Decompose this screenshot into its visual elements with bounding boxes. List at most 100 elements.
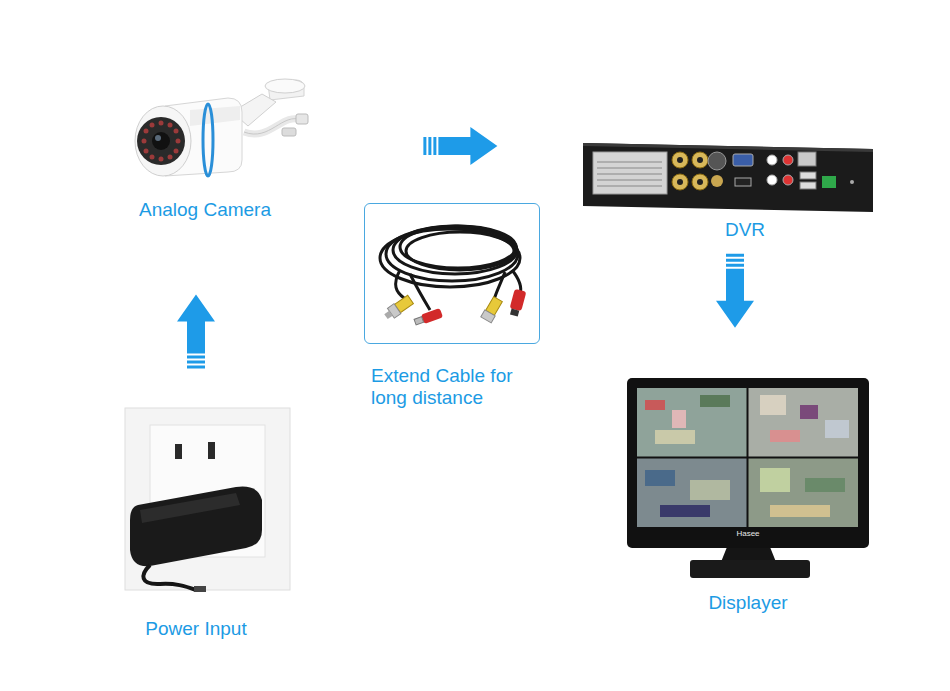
dvr-illustration-part [822,176,836,188]
camera-illustration-part-part [150,155,155,160]
monitor-illustration-part-part [770,505,830,517]
camera-illustration-part-part [142,139,147,144]
dvr-illustration-part [767,155,777,165]
camera-illustration-part [137,117,185,165]
flow-arrow-shape [177,294,215,368]
cable-illustration-part [380,226,521,310]
cable-illustration-part [383,294,414,321]
monitor-illustration-part [748,388,858,457]
dvr-illustration-part [672,152,708,190]
cable-node: Extend Cable for long distance [364,203,540,409]
camera-illustration-part [135,106,191,176]
cable-illustration-part-part [406,232,514,270]
camera-illustration-part [296,114,308,124]
power-adapter-illustration-part [143,565,196,590]
camera-illustration-part-part [144,129,149,134]
dvr-illustration-part-part [692,152,708,168]
monitor-illustration-part [637,388,858,527]
cable-illustration-part-part [384,311,392,319]
dvr-node: DVR [597,138,893,241]
dvr-illustration-part [767,175,777,185]
camera-illustration-part [190,106,240,126]
cable-illustration-part-part [421,308,443,324]
dvr-illustration-part [850,180,854,184]
monitor-illustration [627,378,869,578]
dvr-illustration-part [798,152,816,166]
camera-illustration-part [152,132,170,150]
monitor-illustration-part [637,457,858,459]
dvr-illustration-part-part [677,179,683,185]
camera-illustration-part-part [159,157,164,162]
camera-illustration-part [282,128,296,136]
cable-illustration-part [508,289,526,317]
cable-illustration-part-part [481,310,495,323]
dvr-illustration-part [677,157,703,185]
dvr-illustration-part-part [697,179,703,185]
dvr-illustration-part-part [672,152,688,168]
flow-arrow [177,294,215,368]
flow-arrow [716,254,754,328]
dvr-illustration-part [583,143,873,152]
dvr-illustration-part [597,162,662,186]
monitor-illustration-part-part [825,420,849,438]
monitor-illustration-part-part [645,470,675,486]
monitor-illustration-part [637,388,747,457]
node-caption: DVR [725,219,765,241]
node-caption: Displayer [708,592,787,614]
camera-illustration-part-part [150,123,155,128]
flow-arrow [423,127,497,165]
cable-illustration-part [481,296,503,323]
monitor-illustration-part-part [655,430,695,444]
cable-frame [364,203,540,344]
dvr-illustration-part-part [597,162,662,163]
cable-illustration-part-part [410,274,430,310]
monitor-illustration-part-part [760,468,790,492]
dvr-illustration [583,143,873,212]
brand-label: Hasee [736,529,759,538]
monitor-illustration-part-part [645,400,665,410]
camera-illustration-part-part [168,155,173,160]
monitor-illustration-part [690,560,810,578]
camera-illustration-part-part [176,139,181,144]
camera-illustration-part [203,104,213,176]
node-caption: Power Input [145,618,246,640]
monitor-illustration-part-part [690,480,730,500]
monitor-illustration-part [627,378,869,548]
node-caption: Analog Camera [139,199,271,221]
cable-illustration-part-part [414,317,424,325]
dvr-illustration-part-part [697,157,703,163]
camera-illustration-part [142,121,181,162]
dvr-illustration-part-part [677,157,683,163]
dvr-illustration-part [733,154,753,166]
monitor-illustration-part [721,547,776,562]
dvr-illustration-part [593,152,667,194]
camera-illustration [135,79,308,176]
power-adapter-illustration-part [140,493,240,523]
power-adapter-illustration-part [125,408,290,590]
camera-illustration-part [265,79,305,93]
power-adapter-illustration-part [175,444,182,459]
dvr-illustration-part [783,155,793,165]
power-adapter-illustration-part [194,586,206,592]
camera-illustration-part [155,135,161,141]
power-adapter-illustration-part [130,487,262,567]
power-adapter-illustration-part [208,442,215,459]
power-node: Power Input [110,405,282,640]
dvr-illustration-part-part [597,186,662,187]
dvr-illustration-part [711,175,723,187]
dvr-illustration-part [783,175,793,185]
monitor-illustration-part-part [660,505,710,517]
monitor-illustration-part-part [805,478,845,492]
cable-illustration-part-part [396,270,404,298]
flow-arrow-shape [423,127,497,165]
cable-illustration-part-part [510,289,527,311]
dvr-illustration-part-part [597,168,662,169]
monitor-illustration-part [748,458,858,527]
dvr-illustration-part-part [597,174,662,175]
dvr-illustration-part-part [692,174,708,190]
cable-illustration-part-part [380,229,520,287]
monitor-illustration-part-part [672,410,686,428]
display-node: Displayer [620,372,876,614]
